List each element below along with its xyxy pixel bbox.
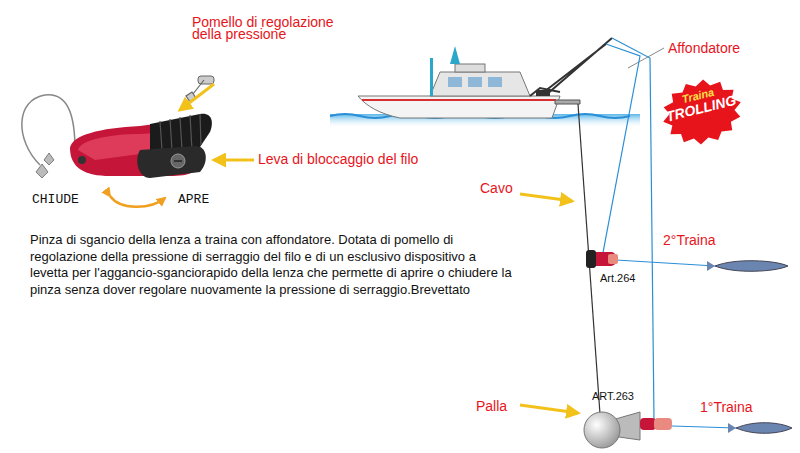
release-clip xyxy=(22,76,214,178)
downrigger-ball xyxy=(584,412,672,448)
boat xyxy=(358,38,612,118)
leader-line xyxy=(628,48,664,68)
part-label: Cavo xyxy=(480,182,513,194)
leader-arrow xyxy=(180,84,214,110)
fishing-line xyxy=(612,38,654,420)
part-label: Pomello di regolazione della pressione xyxy=(192,16,342,40)
release-clip-264 xyxy=(586,250,618,268)
leader-arrow xyxy=(520,405,578,413)
article-code: ART.263 xyxy=(592,390,634,402)
part-label: Leva di bloccaggio del filo xyxy=(258,153,428,165)
line-label: 2°Traina xyxy=(663,234,716,246)
action-label: APRE xyxy=(178,192,209,207)
article-code: Art.264 xyxy=(600,272,635,284)
part-label: Affondatore xyxy=(668,42,740,54)
description-text: Pinza di sgancio della lenza a traina co… xyxy=(30,232,515,298)
action-label: CHIUDE xyxy=(32,192,79,207)
part-label: Palla xyxy=(476,400,507,412)
leader-arrow xyxy=(214,159,254,162)
open-close-arrow xyxy=(110,196,165,207)
badge-burst: TrainaTROLLING xyxy=(655,71,748,152)
line-label: 1°Traina xyxy=(700,401,753,413)
fishing-line xyxy=(602,44,640,258)
leader-arrow xyxy=(520,194,572,201)
